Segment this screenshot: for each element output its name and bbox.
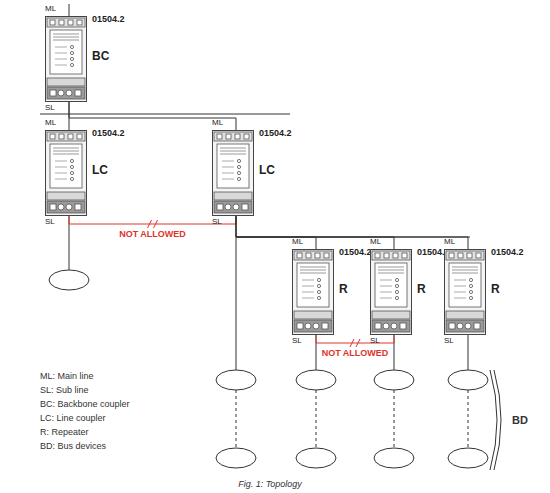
coupler-device: ML01504.2LCSL [45, 130, 87, 216]
terminal-label: ML [370, 238, 381, 246]
device-drawing [45, 130, 87, 216]
part-number: 01504.2 [339, 248, 372, 257]
coupler-device: ML01504.2RSL [370, 249, 412, 335]
device-drawing [45, 16, 87, 102]
edge-label: NOT ALLOWED [320, 349, 391, 359]
part-number: 01504.2 [491, 248, 524, 257]
coupler-device: ML01504.2RSL [444, 249, 486, 335]
forbidden-link [316, 335, 394, 343]
terminal-label: SL [45, 104, 55, 112]
legend-text: ML: Main line [40, 372, 94, 382]
terminal-label: ML [292, 238, 303, 246]
device-type: LC [92, 164, 108, 176]
device-type: BC [92, 50, 109, 62]
device-type: R [491, 283, 500, 295]
legend-text: LC: Line coupler [40, 414, 106, 424]
coupler-device: ML01504.2BCSL [45, 16, 87, 102]
bd-bracket [490, 370, 497, 470]
group-label: BD [512, 414, 528, 426]
connector-group [236, 216, 468, 249]
bus-line [236, 216, 468, 249]
bd-bracket [494, 370, 501, 470]
bus-dashes [236, 390, 468, 448]
terminal-label: ML [212, 119, 223, 127]
bus-line [236, 216, 394, 249]
coupler-device: ML01504.2RSL [292, 249, 334, 335]
terminal-label: ML [444, 238, 455, 246]
forbidden-link [69, 216, 236, 224]
figure-caption: Fig. 1: Topology [238, 479, 302, 489]
bus-line [69, 102, 236, 130]
main-line-wire [40, 114, 290, 115]
main-line-wire [69, 4, 70, 16]
connector-group [236, 216, 316, 249]
terminal-label: SL [212, 218, 222, 226]
coupler-device: ML01504.2LCSL [212, 130, 254, 216]
device-drawing [212, 130, 254, 216]
legend-text: R: Repeater [40, 428, 89, 438]
part-number: 01504.2 [92, 15, 125, 24]
terminal-label: SL [370, 337, 380, 345]
connector-group [69, 216, 236, 228]
device-type: LC [259, 164, 275, 176]
device-drawing [292, 249, 334, 335]
bus-device-ellipses [49, 270, 488, 468]
bus-line [236, 216, 316, 249]
break-mark [350, 339, 360, 347]
sub-line-wire [468, 335, 469, 370]
connector-group [316, 335, 394, 347]
connector-group [236, 216, 394, 249]
device-type: R [417, 283, 426, 295]
terminal-label: ML [45, 119, 56, 127]
break-mark [148, 220, 158, 228]
part-number: 01504.2 [259, 129, 292, 138]
terminal-label: SL [292, 337, 302, 345]
part-number: 01504.2 [92, 129, 125, 138]
device-drawing [370, 249, 412, 335]
device-drawing [444, 249, 486, 335]
terminal-label: SL [444, 337, 454, 345]
connector-group [69, 102, 236, 130]
terminal-label: SL [45, 218, 55, 226]
legend-text: SL: Sub line [40, 386, 89, 396]
sub-line-wire [236, 237, 237, 370]
legend-text: BD: Bus devices [40, 442, 106, 452]
edge-label: NOT ALLOWED [117, 230, 188, 240]
device-type: R [339, 283, 348, 295]
legend-text: BC: Backbone coupler [40, 400, 130, 410]
terminal-label: ML [45, 5, 56, 13]
